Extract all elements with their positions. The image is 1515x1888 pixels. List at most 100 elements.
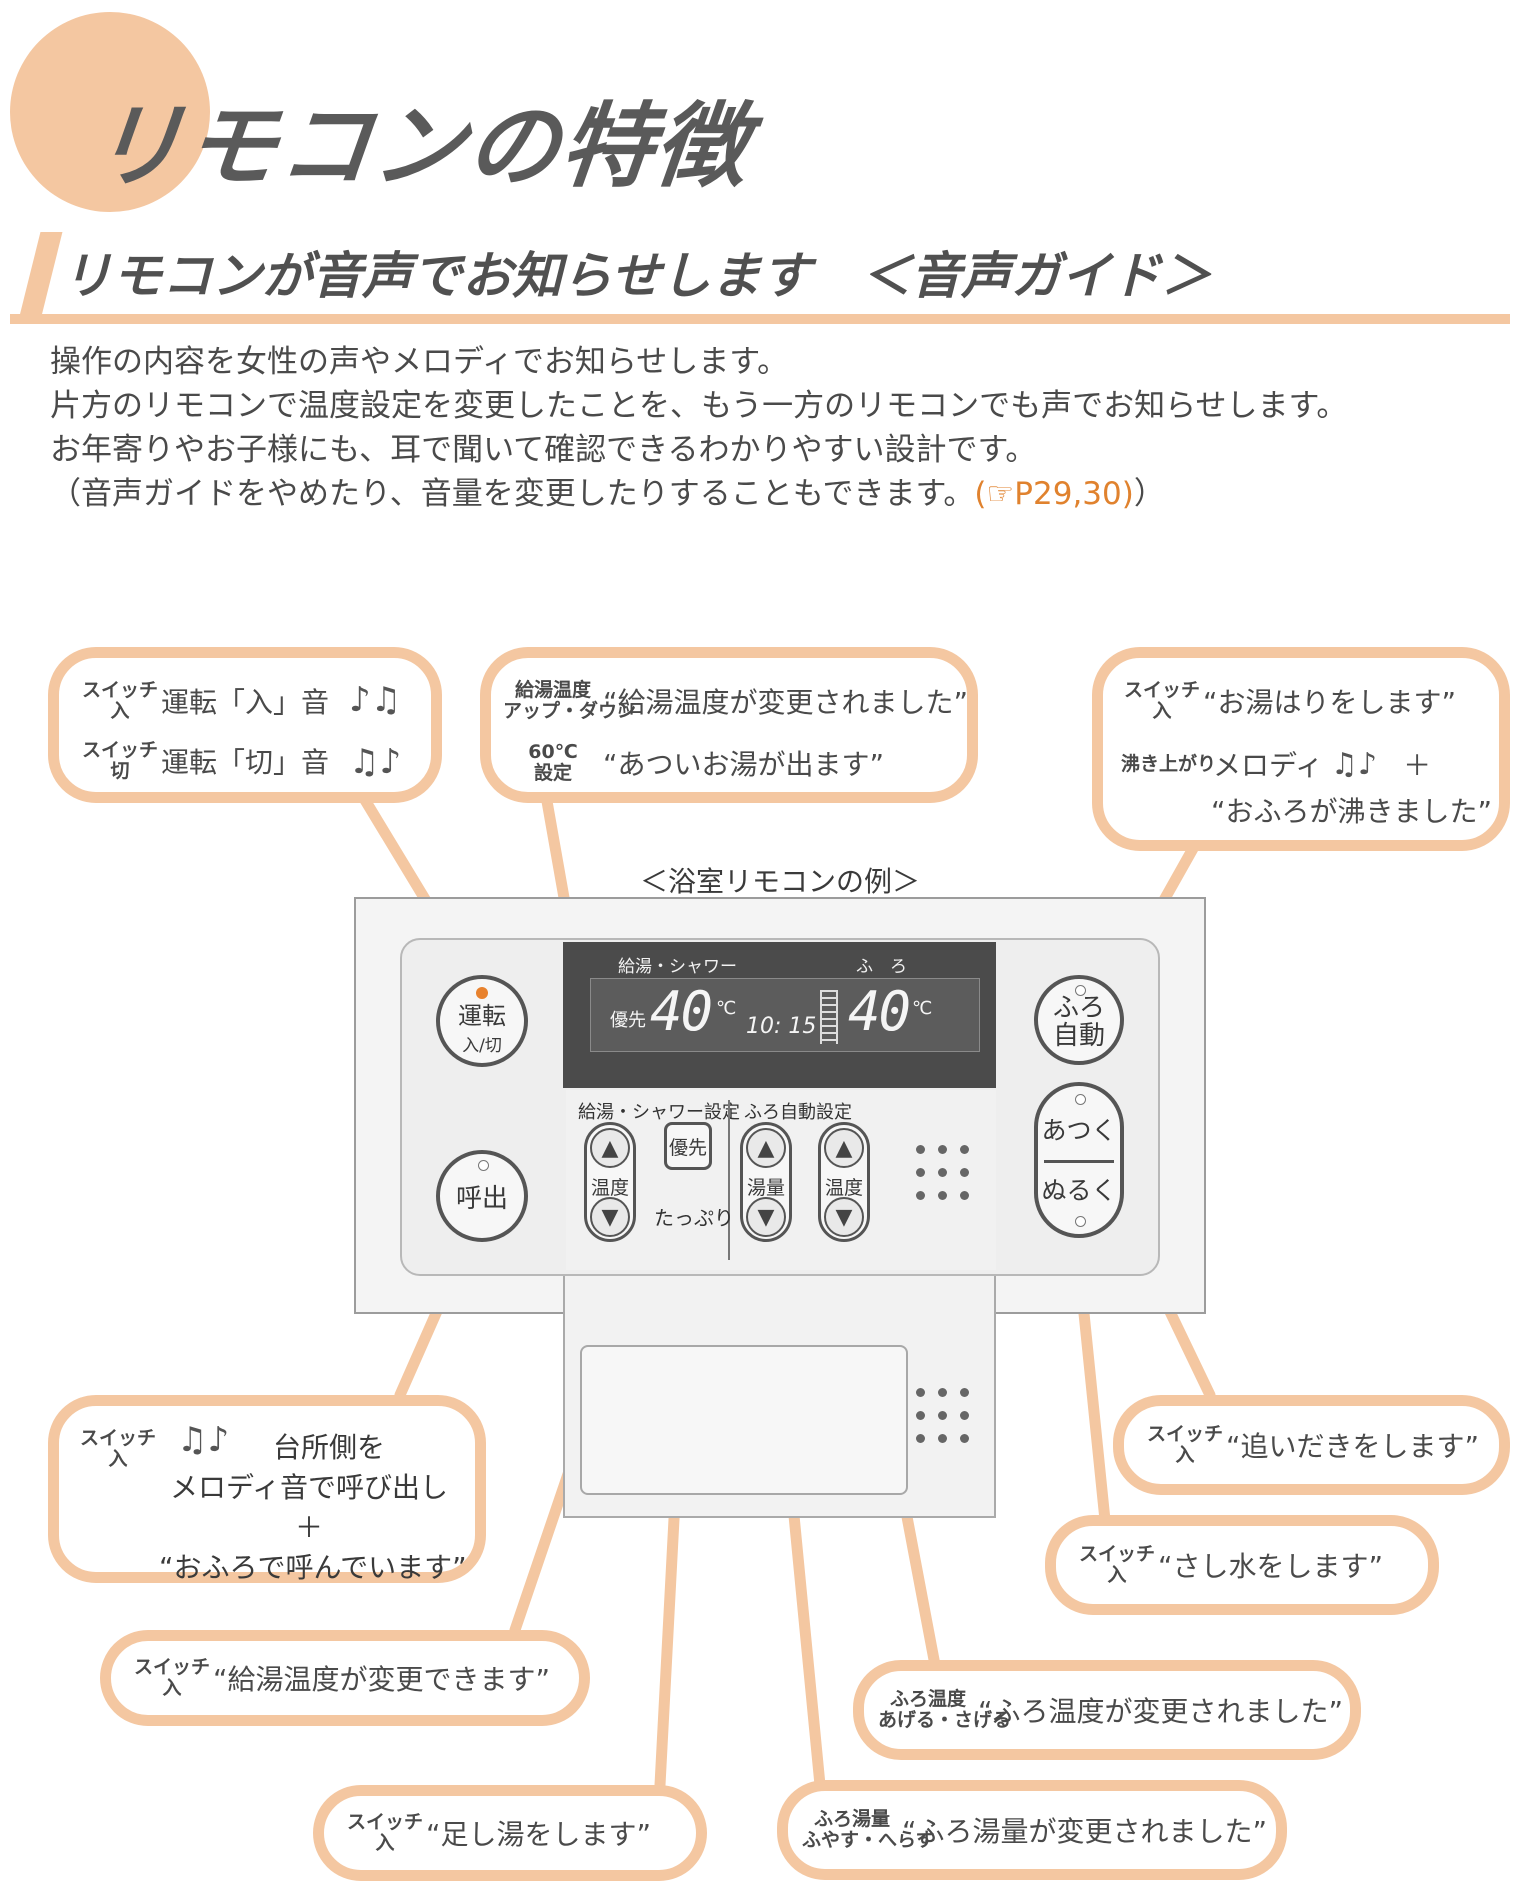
button-divider: [1044, 1160, 1114, 1163]
call-button-label: 呼出: [455, 1184, 508, 1214]
key-bath-volume: ふろ湯量ふやす・へらす: [802, 1808, 935, 1851]
cooler-button[interactable]: ぬるく: [1041, 1176, 1117, 1205]
section-underline: [10, 314, 1510, 324]
callout-call: スイッチ入 ♫♪ 台所側を メロディ音で呼び出し ＋ “おふろで呼んでいます”: [48, 1395, 486, 1584]
group-label-bath-auto: ふろ自動設定: [744, 1102, 852, 1123]
title-decoration-circle: [10, 12, 210, 212]
intro-line-1: 操作の内容を女性の声やメロディでお知らせします。: [50, 344, 789, 380]
power-indicator: [476, 987, 488, 999]
key-switch-off: スイッチ切: [81, 739, 158, 782]
key-switch-on: スイッチ入: [1123, 679, 1200, 722]
key-boiled: 沸き上がり: [1121, 752, 1217, 775]
priority-button-label: 優先: [668, 1136, 707, 1159]
bath-auto-sublabel: 自動: [1052, 1021, 1105, 1051]
display-label-shower: 給湯・シャワー: [618, 957, 737, 977]
bath-temp-text: “ふろ温度が変更されました”: [978, 1695, 1344, 1728]
lcd-screen: [590, 978, 980, 1052]
hotter-button[interactable]: あつく: [1041, 1116, 1117, 1145]
remote-lower-window: [580, 1345, 908, 1495]
melody-icon: ♫♪: [349, 742, 402, 782]
callout-power: スイッチ入 運転「入」音 スイッチ切 運転「切」音 ♪♫ ♫♪: [48, 647, 442, 803]
supply-temp-control: ▲ 温度 ▼: [584, 1122, 636, 1242]
cool-text: “さし水をします”: [1158, 1550, 1384, 1583]
bath-volume-control: ▲ 湯量 ▼: [740, 1122, 792, 1242]
plus-sign: ＋: [1403, 749, 1432, 782]
bath-auto-label: ふろ: [1052, 993, 1105, 1023]
callout-cool: スイッチ入 “さし水をします”: [1045, 1515, 1439, 1615]
intro-text: 操作の内容を女性の声やメロディでお知らせします。 片方のリモコンで温度設定を変更…: [50, 340, 1347, 516]
clock-readout: 10: 15: [746, 1014, 817, 1039]
intro-line-4: （音声ガイドをやめたり、音量を変更したりすることもできます。(☞P29,30)）: [50, 476, 1165, 512]
remote-caption: ＜浴室リモコンの例＞: [640, 865, 921, 898]
level-gauge: [820, 990, 838, 1044]
key-switch-on: スイッチ入: [1146, 1423, 1223, 1466]
supply-temp-label: 温度: [590, 1177, 629, 1199]
melody-icon: ♫♪: [1331, 746, 1378, 782]
tappuri-text: “足し湯をします”: [426, 1818, 652, 1851]
bath-auto-indicator: [1075, 985, 1086, 996]
bath-temp-readout: 40: [848, 980, 911, 1043]
call-button[interactable]: 呼出: [436, 1150, 528, 1242]
melody-icon: ♪♫: [349, 680, 402, 720]
bath-volume-up-button[interactable]: ▲: [746, 1128, 786, 1168]
priority-text: “給湯温度が変更できます”: [213, 1663, 551, 1696]
callout-reheat: スイッチ入 “追いだきをします”: [1113, 1395, 1510, 1495]
callout-bath-volume: ふろ湯量ふやす・へらす “ふろ湯量が変更されました”: [777, 1780, 1287, 1880]
key-switch-on: スイッチ入: [81, 679, 158, 722]
key-switch-on: スイッチ入: [1078, 1543, 1155, 1586]
page-reference-link[interactable]: (☞P29,30): [974, 476, 1134, 512]
group-divider: [728, 1100, 730, 1260]
cool-indicator: [1075, 1216, 1086, 1227]
power-off-text: 運転「切」音: [161, 746, 330, 779]
melody-icon: ♫♪: [177, 1420, 230, 1460]
bath-volume-down-button[interactable]: ▼: [746, 1197, 786, 1237]
call-line-3: “おふろで呼んでいます”: [159, 1551, 467, 1584]
bath-temp-control: ▲ 温度 ▼: [818, 1122, 870, 1242]
plus-sign: ＋: [294, 1511, 323, 1544]
call-line-1: 台所側を: [272, 1431, 385, 1464]
key-bath-temp: ふろ温度あげる・さげる: [878, 1688, 1012, 1731]
power-button[interactable]: 運転 入/切: [436, 975, 528, 1067]
supply-temp-unit: ℃: [716, 998, 737, 1019]
callout-priority: スイッチ入 “給湯温度が変更できます”: [100, 1630, 590, 1726]
bath-temp-down-button[interactable]: ▼: [824, 1197, 864, 1237]
key-supply-temp: 給湯温度アップ・ダウン: [503, 679, 637, 722]
reheat-text: “追いだきをします”: [1226, 1430, 1480, 1463]
priority-button[interactable]: 優先: [664, 1122, 712, 1170]
power-button-sublabel: 入/切: [462, 1036, 502, 1056]
key-switch-on: スイッチ入: [79, 1427, 156, 1470]
group-label-shower: 給湯・シャワー設定: [578, 1102, 740, 1123]
melody-text: メロディ: [1213, 749, 1324, 782]
display-label-bath: ふ ろ: [856, 957, 907, 977]
priority-indicator: 優先: [610, 1010, 646, 1031]
key-switch-on: スイッチ入: [346, 1811, 423, 1854]
intro-line-2: 片方のリモコンで温度設定を変更したことを、もう一方のリモコンでも声でお知らせしま…: [50, 388, 1348, 424]
call-line-2: メロディ音で呼び出し: [169, 1471, 449, 1504]
callout-tappuri: スイッチ入 “足し湯をします”: [313, 1785, 707, 1881]
intro-line-3: お年寄りやお子様にも、耳で聞いて確認できるわかりやすい設計です。: [50, 432, 1037, 468]
supply-temp-up-button[interactable]: ▲: [590, 1128, 630, 1168]
bath-temp-label: 温度: [824, 1177, 863, 1199]
section-title: リモコンが音声でお知らせします ＜音声ガイド＞: [62, 247, 1211, 305]
bath-auto-button[interactable]: ふろ 自動: [1034, 975, 1124, 1065]
hot-water-text: “あついお湯が出ます”: [603, 748, 885, 781]
bath-fill-text: “お湯はりをします”: [1203, 686, 1457, 719]
call-indicator: [478, 1160, 489, 1171]
bath-temp-unit: ℃: [912, 998, 933, 1019]
reheat-indicator: [1075, 1094, 1086, 1105]
supply-temp-changed-text: “給湯温度が変更されました”: [603, 686, 969, 719]
key-switch-on: スイッチ入: [133, 1656, 210, 1699]
power-button-label: 運転: [458, 1002, 506, 1030]
callout-bath-auto: スイッチ入 “お湯はりをします” 沸き上がり メロディ ♫♪ ＋ “おふろが沸き…: [1092, 647, 1510, 851]
supply-temp-readout: 40: [650, 980, 713, 1043]
bath-volume-text: “ふろ湯量が変更されました”: [902, 1815, 1268, 1848]
supply-temp-down-button[interactable]: ▼: [590, 1197, 630, 1237]
reheat-cool-buttons: あつく ぬるく: [1034, 1082, 1124, 1238]
callout-bath-temp: ふろ温度あげる・さげる “ふろ温度が変更されました”: [853, 1660, 1361, 1760]
bath-ready-text: “おふろが沸きました”: [1211, 795, 1493, 828]
bath-temp-up-button[interactable]: ▲: [824, 1128, 864, 1168]
bath-volume-label: 湯量: [746, 1177, 785, 1199]
tappuri-button[interactable]: たっぷり: [654, 1206, 734, 1230]
